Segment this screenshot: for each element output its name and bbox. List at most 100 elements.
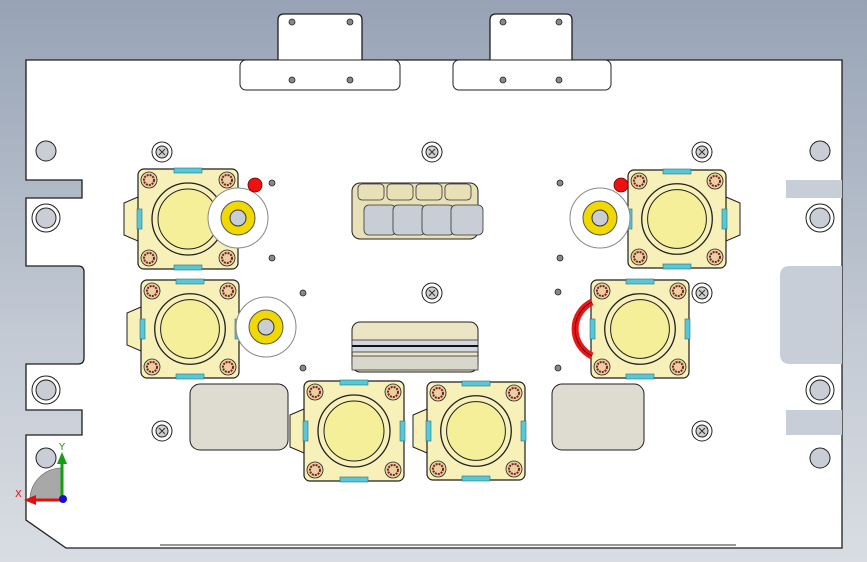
screw-head-icon[interactable] <box>421 141 443 163</box>
cyan-tab <box>173 264 203 271</box>
rail-strip <box>351 355 479 371</box>
round-hole-icon <box>554 288 562 296</box>
rail-block-icon[interactable] <box>351 321 479 373</box>
bearing-module-icon[interactable] <box>123 167 240 271</box>
screw-recess <box>387 464 399 476</box>
module-core <box>647 189 707 249</box>
screw-head-icon[interactable] <box>151 141 173 163</box>
module-tab <box>126 306 142 352</box>
screw-head-icon[interactable] <box>151 420 173 442</box>
screw-recess <box>309 464 321 476</box>
connector-pin-top <box>386 183 414 201</box>
connector-cell <box>421 204 455 236</box>
bushing-icon[interactable] <box>207 187 269 249</box>
bearing-module-icon[interactable] <box>412 380 527 482</box>
bushing-icon[interactable] <box>569 187 631 249</box>
cyan-tab <box>662 263 692 270</box>
module-core <box>160 299 220 359</box>
screw-slot <box>428 148 436 156</box>
connector-pin-top <box>357 183 385 201</box>
module-ring <box>154 293 226 365</box>
screw-recess <box>633 251 645 263</box>
screw-slot <box>428 289 436 297</box>
screw-recess <box>672 285 684 297</box>
connector-cell <box>450 204 484 236</box>
round-hole-icon[interactable] <box>35 447 57 469</box>
round-hole-icon <box>499 76 507 84</box>
x-axis-head <box>24 495 36 505</box>
screw-head-icon[interactable] <box>691 420 713 442</box>
round-hole-icon <box>288 18 296 26</box>
screw-head-icon[interactable] <box>421 282 443 304</box>
round-hole-icon <box>499 18 507 26</box>
screw-slot <box>158 148 166 156</box>
screw-recess <box>672 361 684 373</box>
cyan-tab <box>684 318 691 340</box>
module-ring <box>604 293 676 365</box>
plate-right-notch-mid <box>780 266 842 364</box>
cyan-tab <box>139 318 146 340</box>
connector-pin-top <box>415 183 443 201</box>
screw-slot <box>698 427 706 435</box>
red-marker-dot[interactable] <box>247 177 263 193</box>
screw-slot <box>158 427 166 435</box>
connector-block-icon[interactable] <box>351 182 484 240</box>
cyan-tab <box>721 208 728 230</box>
cyan-tab <box>175 278 205 285</box>
bearing-module-icon[interactable] <box>126 278 241 380</box>
bushing-icon[interactable] <box>235 296 297 358</box>
screw-recess <box>432 387 444 399</box>
cyan-tab <box>136 208 143 230</box>
mount-pad[interactable] <box>189 383 289 451</box>
screw-head-icon[interactable] <box>691 141 713 163</box>
module-core <box>323 400 385 462</box>
red-arc-outline <box>574 301 593 357</box>
cyan-tab <box>339 379 369 386</box>
module-tab <box>289 408 305 454</box>
cyan-tab <box>425 420 432 442</box>
screw-recess <box>508 387 520 399</box>
round-hole-icon <box>35 207 57 229</box>
round-hole-icon[interactable] <box>35 140 57 162</box>
cyan-tab <box>302 420 309 442</box>
module-ring <box>317 394 391 468</box>
cyan-tab <box>339 476 369 483</box>
bearing-module-icon[interactable] <box>589 278 691 380</box>
bearing-module-icon[interactable] <box>289 379 406 483</box>
y-axis-head <box>57 452 67 464</box>
round-hole-icon <box>556 254 564 262</box>
round-hole-icon[interactable] <box>809 447 831 469</box>
screw-recess <box>222 361 234 373</box>
screw-recess <box>143 252 155 264</box>
screw-recess <box>222 285 234 297</box>
module-core <box>610 299 670 359</box>
screw-recess <box>146 361 158 373</box>
screw-recess <box>709 251 721 263</box>
screw-recess <box>709 175 721 187</box>
screw-recess <box>221 252 233 264</box>
screw-head-icon[interactable] <box>691 282 713 304</box>
screw-recess <box>596 361 608 373</box>
cyan-tab <box>175 373 205 380</box>
plate-right-notch-bottom <box>786 410 842 435</box>
connector-cell <box>363 204 397 236</box>
module-core <box>446 401 506 461</box>
round-hole-icon <box>556 179 564 187</box>
top-slot-left <box>239 59 401 91</box>
cyan-tab <box>589 318 596 340</box>
cyan-tab <box>461 380 491 387</box>
bearing-module-icon[interactable] <box>626 168 741 270</box>
round-hole-icon[interactable] <box>809 140 831 162</box>
red-marker-dot[interactable] <box>613 177 629 193</box>
screw-recess <box>596 285 608 297</box>
screw-slot <box>698 148 706 156</box>
bushing-bore <box>257 318 275 336</box>
round-hole-icon <box>268 254 276 262</box>
x-axis-label: X <box>15 489 22 500</box>
round-hole-icon <box>299 289 307 297</box>
cyan-tab <box>461 475 491 482</box>
round-hole-icon <box>346 76 354 84</box>
mount-pad[interactable] <box>551 383 645 451</box>
screw-recess <box>143 174 155 186</box>
